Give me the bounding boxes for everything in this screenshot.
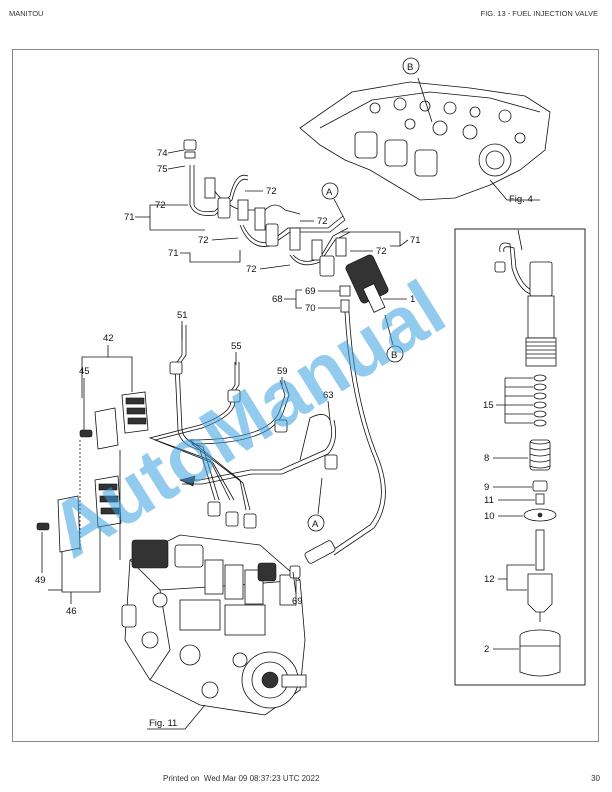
callout-c74: 74 [157,148,168,159]
callout-c71c: 71 [410,235,421,246]
callout-c46: 46 [66,606,77,617]
callout-a2: A [312,519,319,530]
reference-circle-a-mid: A [307,477,325,532]
callout-b2: B [391,350,397,361]
callout-c71b: 71 [168,248,179,259]
callout-c45: 45 [79,366,90,377]
callout-c63: 63 [323,390,334,401]
callout-c72f: 72 [246,264,257,275]
cylinder-head-illustration [299,77,551,201]
callout-fig11: Fig. 11 [149,718,177,729]
leak-off-hose [304,311,386,564]
callout-c9: 9 [484,482,489,493]
callout-c1: 1 [410,294,415,305]
callout-c15: 15 [483,400,494,411]
callout-c71a: 71 [124,212,135,223]
callout-c75: 75 [157,164,168,175]
callout-c51: 51 [177,310,188,321]
callout-c8: 8 [484,453,489,464]
callout-c72e: 72 [376,246,387,257]
clamp-assembly [36,391,149,560]
callout-c12: 12 [484,574,495,585]
callout-c42: 42 [103,333,114,344]
callout-fig4: Fig. 4 [509,194,533,205]
reference-circle-b-mid: B [384,314,404,363]
printed-label: Printed on [163,774,200,783]
callout-c69b: 69 [292,596,303,607]
callout-c69a: 69 [305,286,316,297]
injector-detail-box [454,228,586,686]
injection-lines-lower [148,325,338,529]
callouts-pipes: 74 75 71 72 72 72 72 71 72 71 72 69 68 7… [124,148,421,314]
callout-c59: 59 [277,366,288,377]
callout-b1: B [407,62,413,73]
figure-title: FIG. 13 - FUEL INJECTION VALVE [480,9,598,18]
callout-69-lower: 69 [292,571,303,607]
callout-c55: 55 [231,341,242,352]
callout-c68: 68 [272,294,283,305]
fig11-reference: Fig. 11 [147,704,206,730]
reference-circle-b-top: B [402,57,420,75]
callout-c70: 70 [305,303,316,314]
callouts-injector: 15 8 9 11 10 12 2 [483,377,535,655]
callout-c10: 10 [484,511,495,522]
callout-c11: 11 [484,495,494,506]
callout-c72d: 72 [198,235,209,246]
diagram-frame [12,49,599,742]
callout-c72b: 72 [266,186,277,197]
printed-on-line: Printed on Wed Mar 09 08:37:23 UTC 2022 [163,774,319,783]
printed-date: Wed Mar 09 08:37:23 UTC 2022 [203,774,320,783]
callout-c49: 49 [35,575,46,586]
callouts-lower-lines: 51 55 59 63 [177,310,334,421]
callout-c72a: 72 [155,200,166,211]
reference-circle-a-top: A [321,182,346,221]
callout-a1: A [326,187,333,198]
page-number: 30 [591,774,600,783]
brand-name: MANITOU [9,9,44,18]
callouts-clamps: 42 45 46 49 [35,333,133,617]
fig4-reference: Fig. 4 [489,179,540,205]
injection-pipes-upper [183,139,389,313]
injection-pump-illustration [121,534,307,716]
callout-c2: 2 [484,644,489,655]
callout-c72c: 72 [317,216,328,227]
